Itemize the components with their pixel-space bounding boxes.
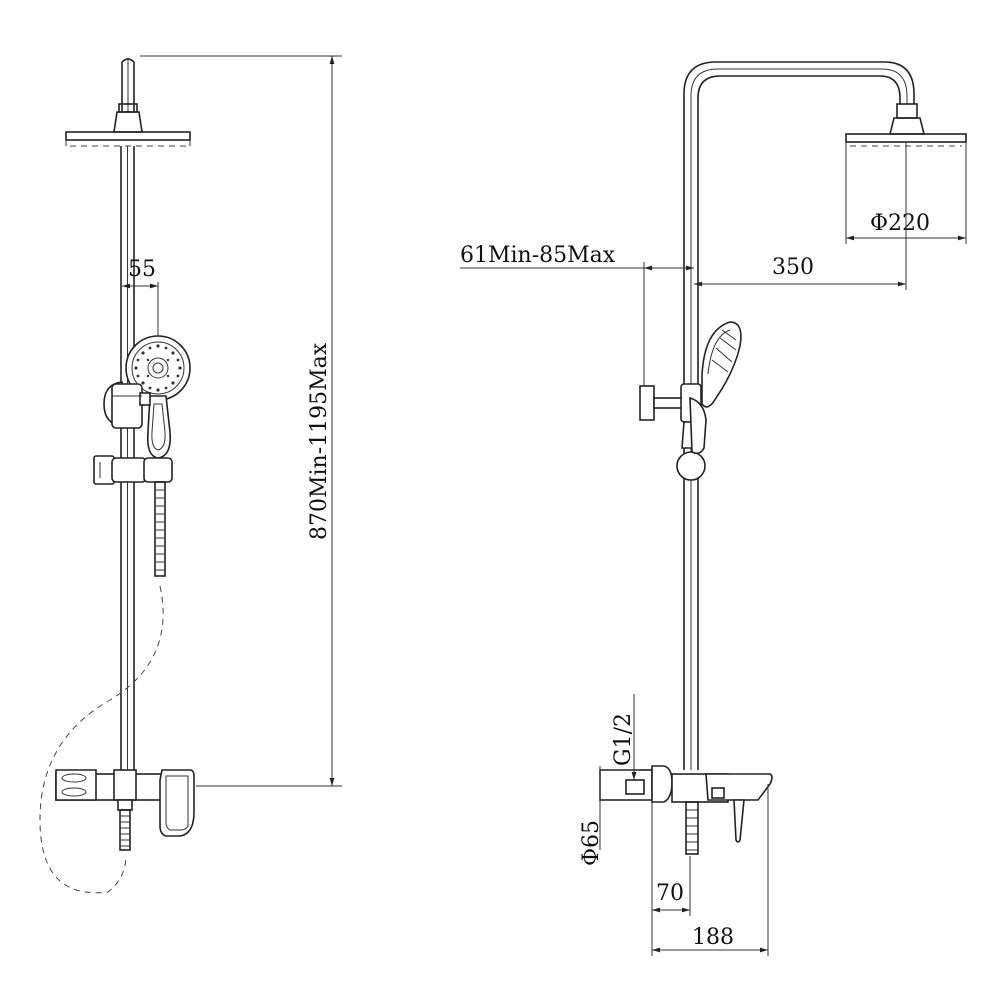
front-view: 55 xyxy=(39,55,342,894)
dimension-arm-length: 350 xyxy=(694,142,907,290)
dimension-arm-length-label: 350 xyxy=(772,255,814,280)
dimension-wall-distance-label: 61Min-85Max xyxy=(460,243,616,268)
side-hose-outlet xyxy=(685,801,699,855)
side-view: Φ220 350 61Min-85Max xyxy=(460,61,967,956)
dimension-spout-depth-label: 188 xyxy=(692,925,734,950)
dimension-inlet-thread-label: G1/2 xyxy=(611,713,636,766)
dimension-wall-distance: 61Min-85Max xyxy=(460,243,694,410)
side-riser-and-arm xyxy=(683,61,915,770)
dimension-valve-depth: 70 xyxy=(651,802,691,956)
front-hose-outlet xyxy=(119,809,131,851)
side-wall-bracket xyxy=(639,385,685,421)
dimension-arm-offset-label: 55 xyxy=(128,257,156,282)
dimension-cover-diameter: Φ65 xyxy=(579,766,652,866)
front-hand-shower-nozzles xyxy=(134,344,182,392)
dimension-inlet-thread: G1/2 xyxy=(600,694,640,780)
front-slide-holder xyxy=(103,381,151,429)
front-hand-shower xyxy=(125,335,191,459)
dimension-valve-depth-label: 70 xyxy=(656,881,684,906)
front-top-tube xyxy=(113,58,143,133)
dimension-head-diameter-label: Φ220 xyxy=(870,211,930,236)
front-hose-bracket xyxy=(93,455,173,485)
dimension-spout-depth: 188 xyxy=(652,784,769,956)
dimension-total-height-label: 870Min-1195Max xyxy=(307,342,332,540)
front-mixer-valve xyxy=(55,769,195,837)
dimension-cover-diameter-label: Φ65 xyxy=(579,820,604,866)
front-flexible-hose xyxy=(39,481,166,894)
dimension-total-height: 870Min-1195Max xyxy=(140,55,342,787)
side-hand-shower xyxy=(689,321,742,455)
front-rain-shower-head xyxy=(65,131,191,147)
dimension-arm-offset: 55 xyxy=(122,257,159,360)
